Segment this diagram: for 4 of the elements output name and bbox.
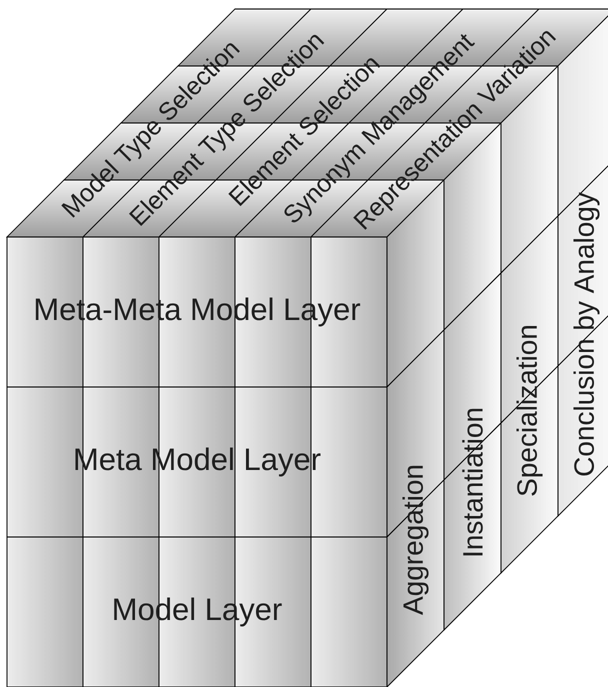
side-face-label: Aggregation <box>402 466 429 615</box>
side-face-label: Conclusion by Analogy <box>573 192 600 476</box>
side-face-label: Instantiation <box>462 408 483 556</box>
side-face-label: Specialization <box>516 326 543 496</box>
